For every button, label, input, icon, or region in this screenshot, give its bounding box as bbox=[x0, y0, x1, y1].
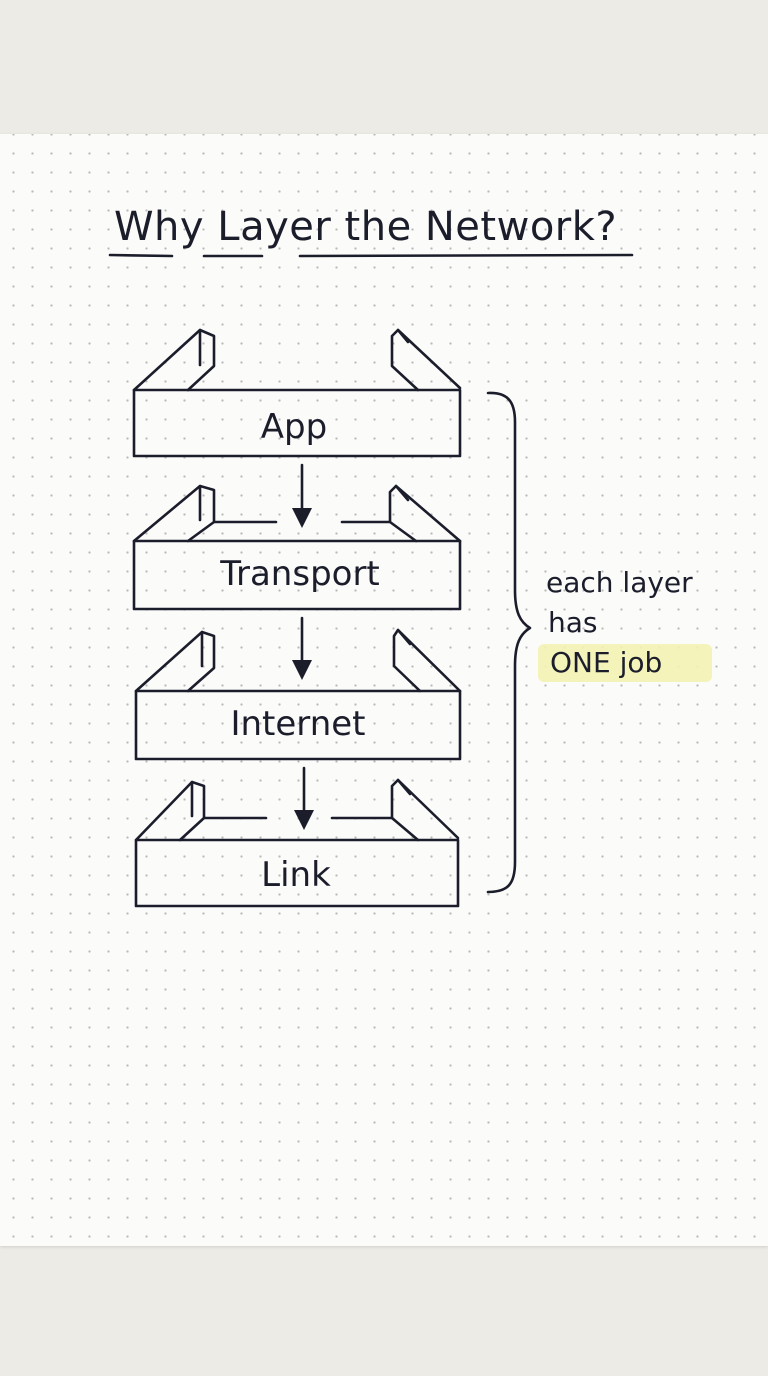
arrow-down-icon bbox=[292, 463, 312, 528]
arrow-down-icon bbox=[292, 616, 312, 680]
note-line-2: has bbox=[548, 606, 598, 639]
arrow-down-icon bbox=[294, 766, 314, 830]
layer-link: Link bbox=[134, 778, 460, 908]
layer-app: App bbox=[132, 328, 462, 458]
layer-internet: Internet bbox=[134, 628, 462, 761]
layer-transport: Transport bbox=[132, 484, 462, 611]
layer-label: Internet bbox=[230, 704, 365, 744]
highlight-marker bbox=[538, 644, 712, 682]
note-highlight: ONE job bbox=[550, 646, 662, 679]
diagram-title: Why Layer the Network? bbox=[114, 204, 617, 250]
layer-label: Link bbox=[261, 855, 331, 895]
note-line-1: each layer bbox=[546, 566, 693, 599]
layer-label: Transport bbox=[219, 554, 380, 594]
layer-label: App bbox=[261, 407, 327, 447]
title-underline bbox=[108, 253, 634, 258]
curly-brace bbox=[486, 391, 532, 894]
